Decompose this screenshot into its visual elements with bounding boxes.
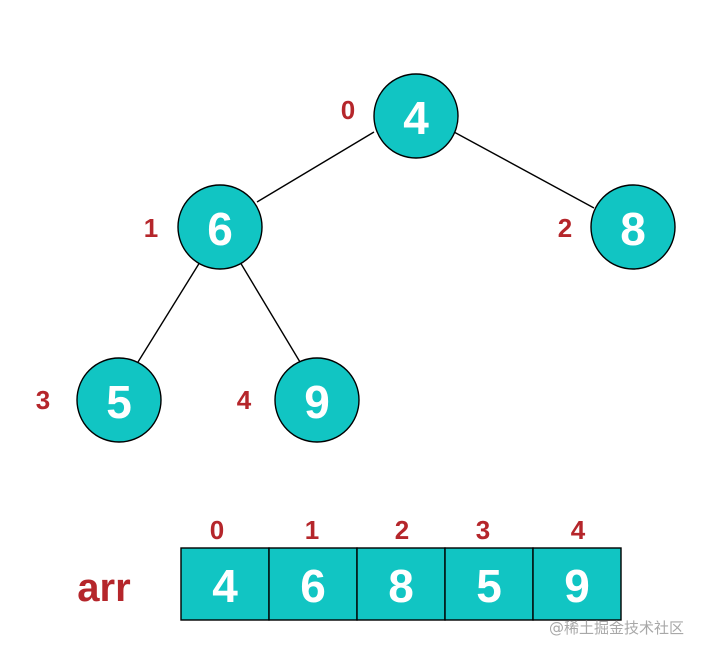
node-value: 8	[620, 203, 646, 255]
array-cell-value: 4	[212, 560, 238, 612]
array-cell-value: 5	[476, 560, 502, 612]
node-value: 9	[304, 376, 330, 428]
node-index-label: 0	[341, 95, 355, 125]
array-cell-box	[356, 547, 446, 621]
array-cell-index: 2	[395, 515, 409, 545]
array-cells: 4 0 6 1 8 2 5 3 9 4	[180, 515, 622, 621]
array-cell-box	[444, 547, 534, 621]
edge-0-1	[256, 131, 375, 203]
tree-node: 8 2	[558, 184, 676, 270]
edge-1-3	[137, 261, 201, 363]
node-circle	[76, 357, 162, 443]
array-cell-index: 4	[571, 515, 586, 545]
array-cell: 6 1	[268, 515, 358, 621]
array-cell-box	[532, 547, 622, 621]
node-index-label: 1	[144, 213, 158, 243]
tree-node: 5 3	[36, 357, 162, 443]
array-cell: 5 3	[444, 515, 534, 621]
array-cell-index: 0	[210, 515, 224, 545]
node-circle	[274, 357, 360, 443]
array-cell-box	[268, 547, 358, 621]
node-value: 4	[403, 92, 429, 144]
tree-node: 4 0	[341, 73, 459, 159]
array-cell: 4 0	[180, 515, 270, 621]
tree-node: 9 4	[237, 357, 360, 443]
array-cell-value: 6	[300, 560, 326, 612]
edge-1-4	[239, 261, 301, 363]
node-circle	[177, 184, 263, 270]
array-cell-index: 3	[476, 515, 490, 545]
array-cell-index: 1	[305, 515, 319, 545]
node-index-label: 2	[558, 213, 572, 243]
tree-node: 6 1	[144, 184, 263, 270]
tree-edges	[137, 131, 595, 363]
array-cell: 8 2	[356, 515, 446, 621]
array-cell-value: 9	[564, 560, 590, 612]
array-cell-box	[180, 547, 270, 621]
array-cell: 9 4	[532, 515, 622, 621]
node-value: 6	[207, 203, 233, 255]
node-index-label: 3	[36, 385, 50, 415]
node-index-label: 4	[237, 385, 252, 415]
watermark-text: @稀土掘金技术社区	[549, 619, 684, 637]
edge-0-2	[453, 131, 595, 209]
array-cell-value: 8	[388, 560, 414, 612]
node-circle	[373, 73, 459, 159]
tree-nodes: 4 0 6 1 8 2 5 3 9 4	[36, 73, 676, 443]
array-label: arr	[77, 566, 130, 610]
node-value: 5	[106, 376, 132, 428]
node-circle	[590, 184, 676, 270]
